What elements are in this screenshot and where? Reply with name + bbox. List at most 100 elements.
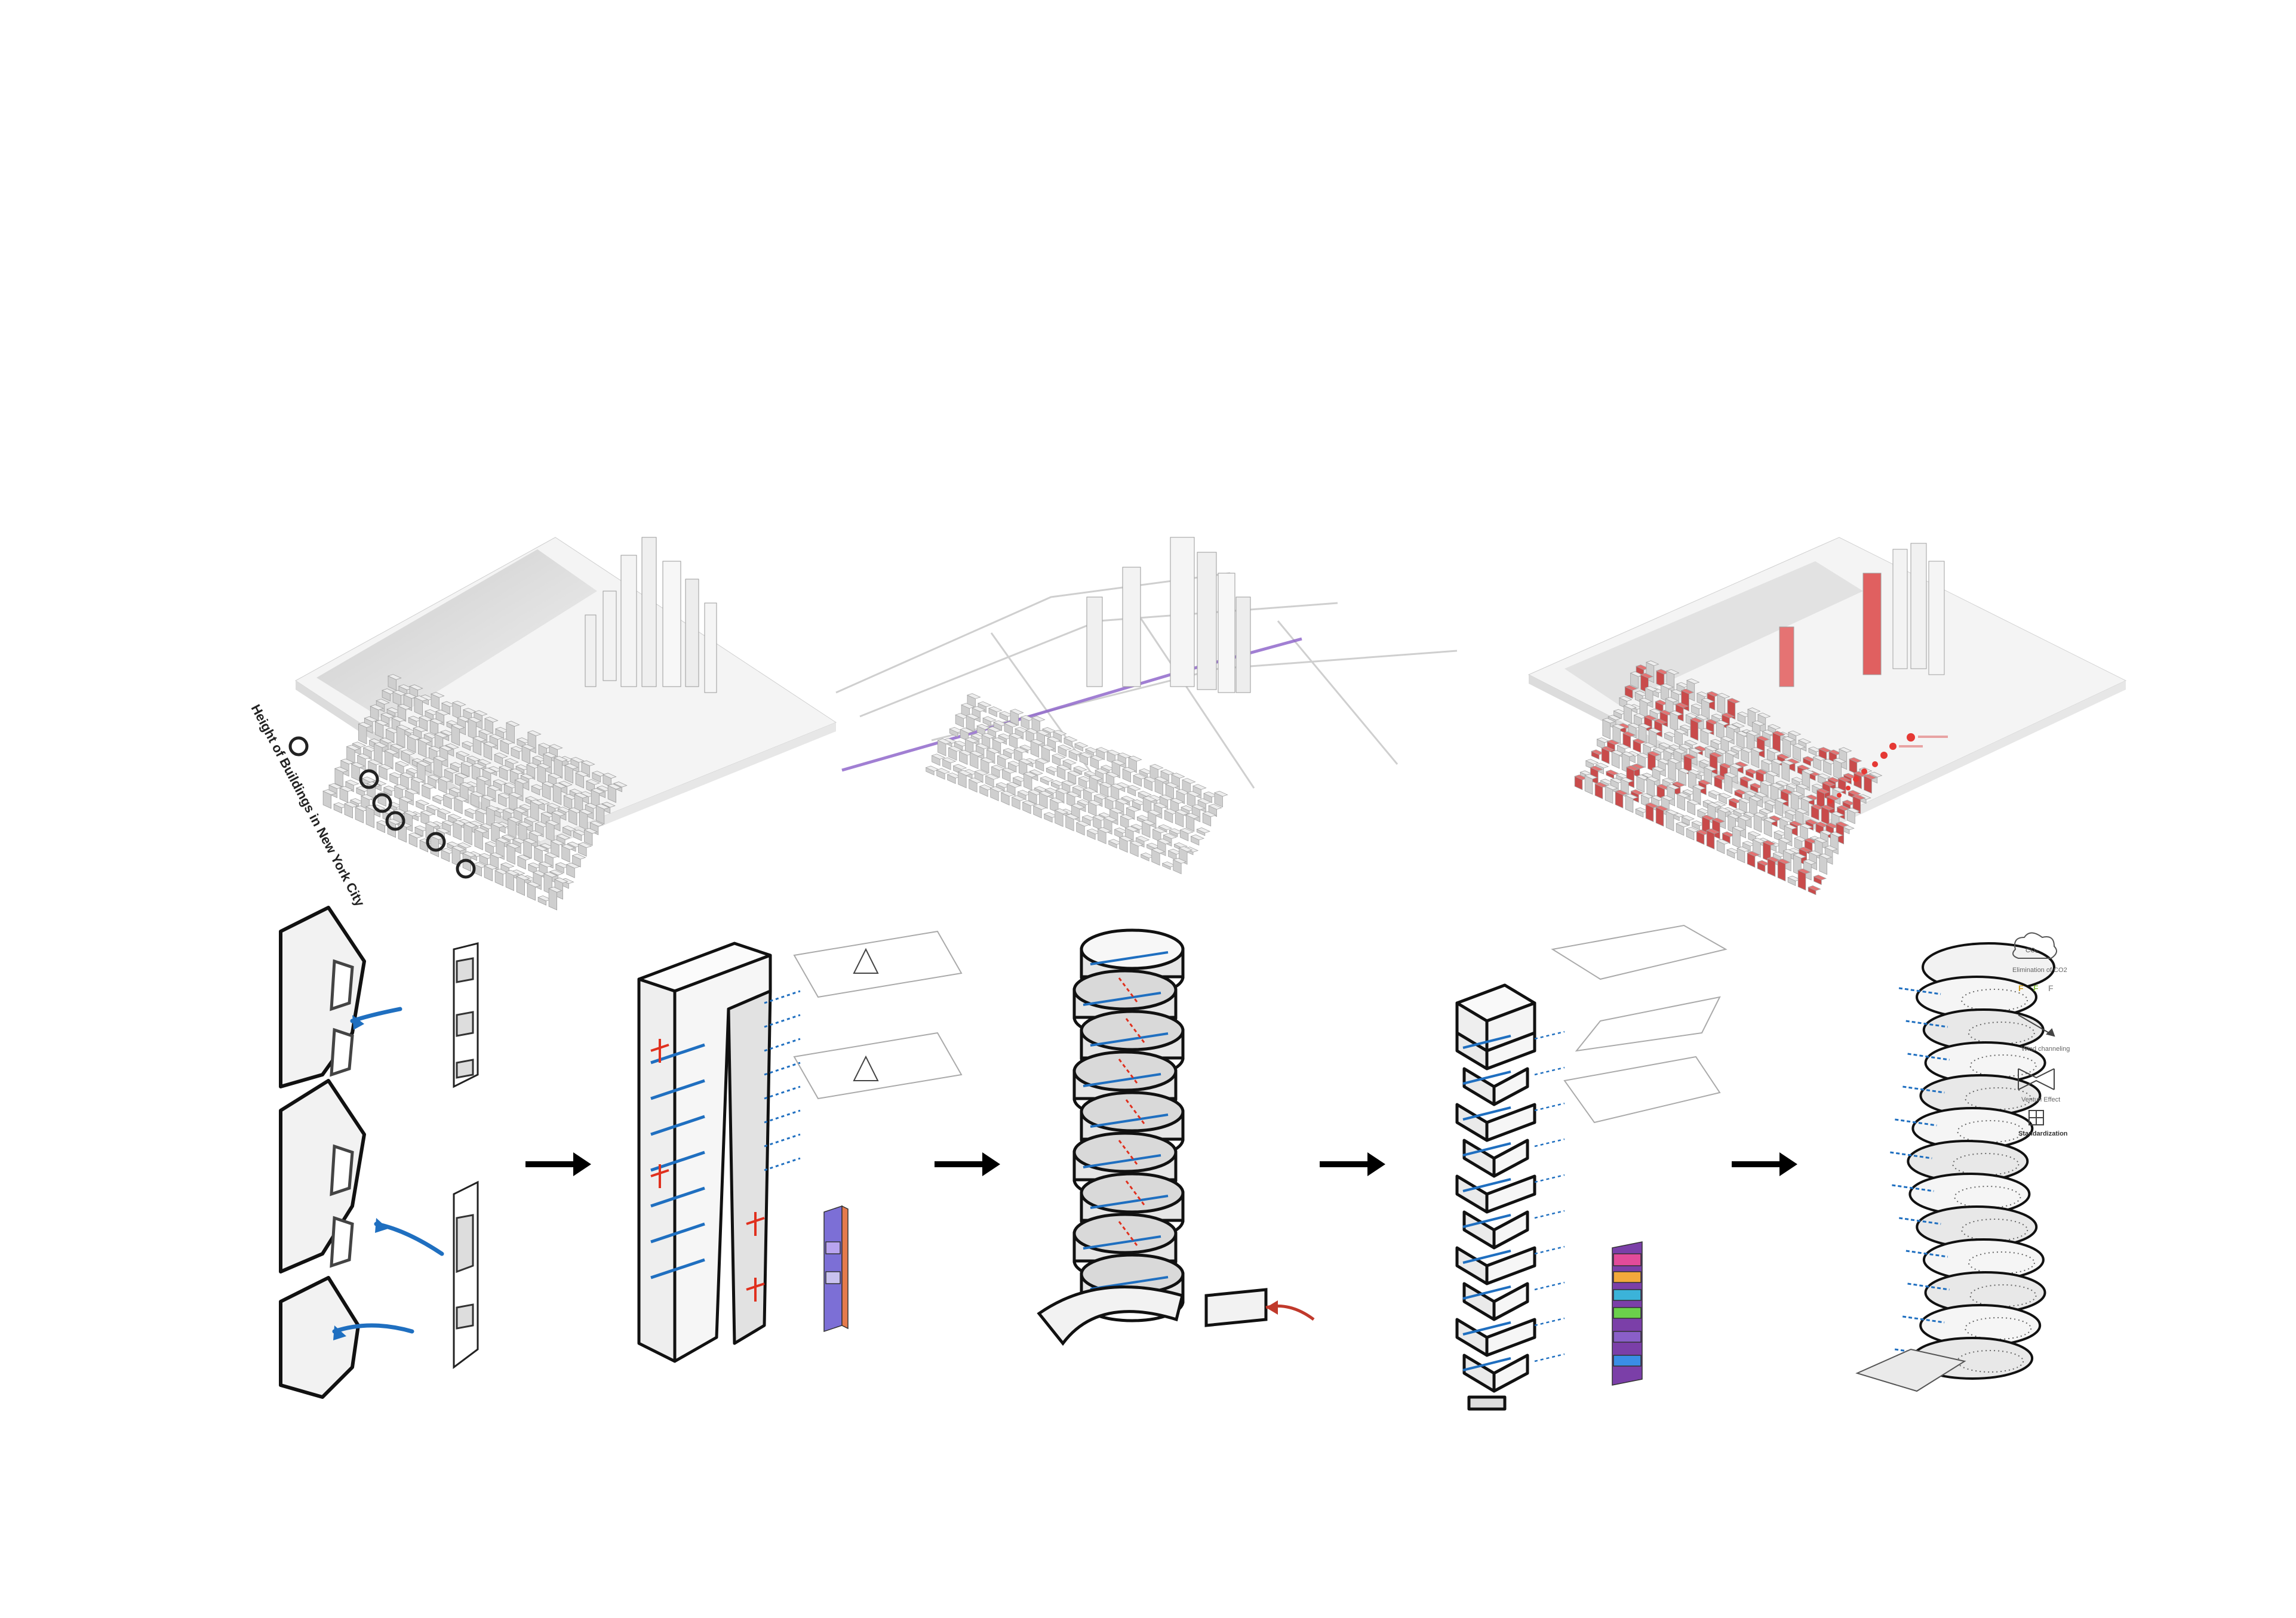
city-block-roof: [358, 722, 373, 728]
city-block-roof: [1172, 857, 1187, 864]
city-block-roof: [1766, 748, 1780, 753]
city-block-roof: [1111, 759, 1126, 765]
city-block-roof: [1821, 780, 1836, 786]
dotted-arrow: [1534, 1174, 1565, 1183]
city-block-roof: [964, 737, 979, 743]
city-block-roof: [1618, 696, 1633, 702]
city-block-roof: [942, 757, 957, 764]
city-block-roof: [1716, 720, 1729, 726]
city-block-roof: [437, 808, 451, 814]
city-block-roof: [451, 724, 465, 730]
city-block-roof: [1747, 831, 1762, 837]
arrow-2: [935, 1152, 1006, 1176]
wind-arrow: [1462, 1214, 1511, 1228]
city-block-roof: [1774, 798, 1788, 804]
city-block-roof: [1660, 683, 1674, 689]
disk-top: [1072, 969, 1178, 1011]
city-block-roof: [1689, 717, 1704, 723]
city-block-roof: [548, 773, 562, 779]
legend-co2-label: Elimination of CO2: [2012, 967, 2067, 974]
wind-arrow: [1462, 1321, 1511, 1336]
city-block-roof: [1067, 770, 1081, 777]
city-block-roof: [1190, 834, 1205, 841]
city-block-roof: [1036, 730, 1050, 736]
city-block-roof: [1621, 751, 1635, 757]
city-block-roof: [1585, 759, 1599, 765]
city-block-roof: [408, 832, 423, 838]
city-block-roof: [1110, 783, 1124, 790]
city-block-roof: [1202, 811, 1216, 817]
city-block-roof: [1706, 828, 1720, 834]
heat-arrow: [1118, 977, 1138, 1002]
city-block-roof: [1683, 753, 1697, 759]
city-block-roof: [1103, 816, 1118, 822]
city-block-roof: [339, 786, 354, 792]
city-block-roof: [975, 743, 990, 749]
city-block-roof: [565, 862, 580, 869]
city-block-roof: [1821, 805, 1834, 811]
city-block-roof: [453, 796, 468, 802]
grid-building-icon: [2028, 1110, 2044, 1125]
city-block-roof: [1065, 813, 1080, 820]
city-block-roof: [395, 761, 410, 767]
city-block-roof: [1126, 806, 1141, 812]
city-block-roof: [1808, 850, 1822, 856]
city-block-roof: [390, 743, 405, 750]
city-block-roof: [513, 807, 528, 813]
city-block-roof: [1208, 804, 1222, 810]
city-block-roof: [1748, 796, 1763, 802]
city-block-roof: [1159, 794, 1173, 801]
city-block-roof: [527, 730, 542, 736]
arrow-1: [525, 1152, 597, 1176]
city-block-roof: [966, 713, 980, 719]
city-block-roof: [1079, 752, 1093, 758]
city-block-roof: [485, 805, 500, 811]
city-block-roof: [425, 821, 439, 828]
city-block-roof: [1833, 758, 1847, 764]
city-block-roof: [1105, 771, 1120, 778]
city-block-roof: [1645, 686, 1658, 692]
city-block-roof: [1667, 758, 1682, 764]
city-block-roof: [1642, 742, 1656, 748]
city-block-roof: [1679, 743, 1692, 750]
city-block-roof: [1117, 752, 1132, 759]
filter-icons: F F F: [2018, 983, 2054, 993]
city-block-roof: [1695, 714, 1709, 720]
tower-facet: [1455, 1318, 1489, 1357]
city-block-roof: [378, 764, 393, 770]
city-block-roof: [1041, 745, 1055, 750]
wind-arrow: [1462, 1106, 1511, 1121]
dotted-arrow: [1534, 1102, 1565, 1112]
city-block-roof: [1047, 736, 1061, 743]
city-block-roof: [373, 742, 388, 748]
city-block-roof: [1590, 765, 1603, 771]
city-block-roof: [1121, 795, 1135, 802]
city-block-roof: [429, 718, 444, 724]
city-block-roof: [415, 799, 430, 806]
city-block-roof: [1762, 840, 1776, 846]
city-block-roof: [1674, 728, 1688, 734]
city-block-roof: [518, 822, 533, 828]
city-block-roof: [1837, 776, 1851, 782]
city-block-roof: [545, 820, 560, 826]
city-block-roof: [1118, 835, 1133, 842]
city-block-roof: [398, 796, 413, 802]
city-block-roof: [1689, 748, 1702, 753]
city-block-roof: [1030, 739, 1044, 745]
city-block-roof: [1187, 790, 1201, 797]
city-block-roof: [1607, 715, 1621, 721]
city-block-roof: [499, 765, 513, 771]
city-block-roof: [1725, 750, 1739, 756]
city-block-roof: [1181, 778, 1196, 784]
city-block-roof: [1868, 771, 1883, 777]
city-block-roof: [586, 779, 600, 785]
city-block-roof: [977, 701, 992, 708]
city-block-roof: [1707, 802, 1721, 808]
stage-5-final: [1839, 908, 2150, 1421]
city-block-roof: [364, 716, 379, 722]
city-block-roof: [433, 755, 448, 762]
tower-facet: [1455, 1103, 1489, 1142]
city-block-roof: [957, 770, 972, 776]
city-block-roof: [1782, 849, 1796, 855]
city-block-roof: [980, 757, 995, 764]
